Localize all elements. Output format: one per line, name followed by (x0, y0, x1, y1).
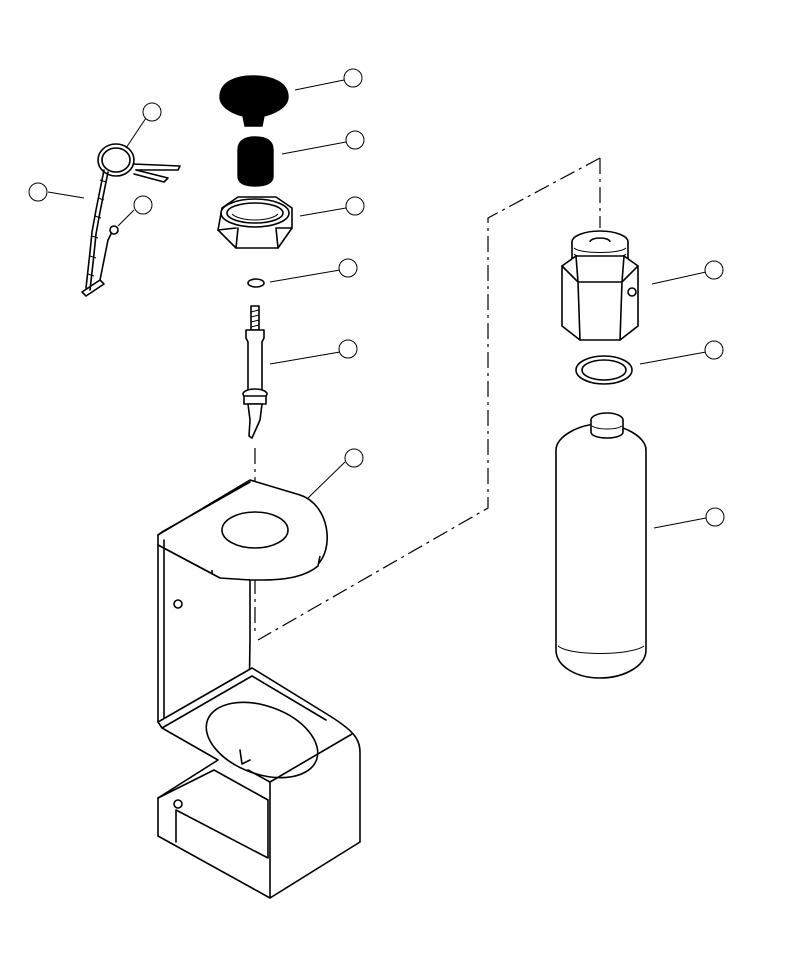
leader-lines (47, 79, 707, 529)
valve-stem-part (242, 305, 268, 439)
callout-pin (133, 195, 153, 215)
hex-nut-part (217, 196, 293, 249)
cap-part (219, 75, 289, 127)
small-o-ring-part (247, 278, 265, 288)
accumulator-bottle-part (555, 412, 647, 679)
seal-ring-part (575, 355, 633, 385)
callout-cotter-pin-ring (142, 102, 162, 122)
callout-valve-stem (338, 339, 358, 359)
callout-bracket (344, 448, 364, 468)
callout-chain (28, 182, 48, 202)
callout-plug (345, 130, 365, 150)
callout-accumulator (705, 507, 725, 527)
callout-cap (343, 68, 363, 88)
assembly-centerlines (254, 157, 601, 641)
callout-o-ring (338, 258, 358, 278)
adapter-fitting-part (561, 230, 639, 341)
cotter-pin-chain-part (81, 143, 181, 297)
callout-nut (345, 196, 365, 216)
plug-part (237, 136, 274, 187)
bracket-part (157, 479, 361, 899)
callout-seal-ring (704, 340, 724, 360)
callout-adapter (704, 260, 724, 280)
